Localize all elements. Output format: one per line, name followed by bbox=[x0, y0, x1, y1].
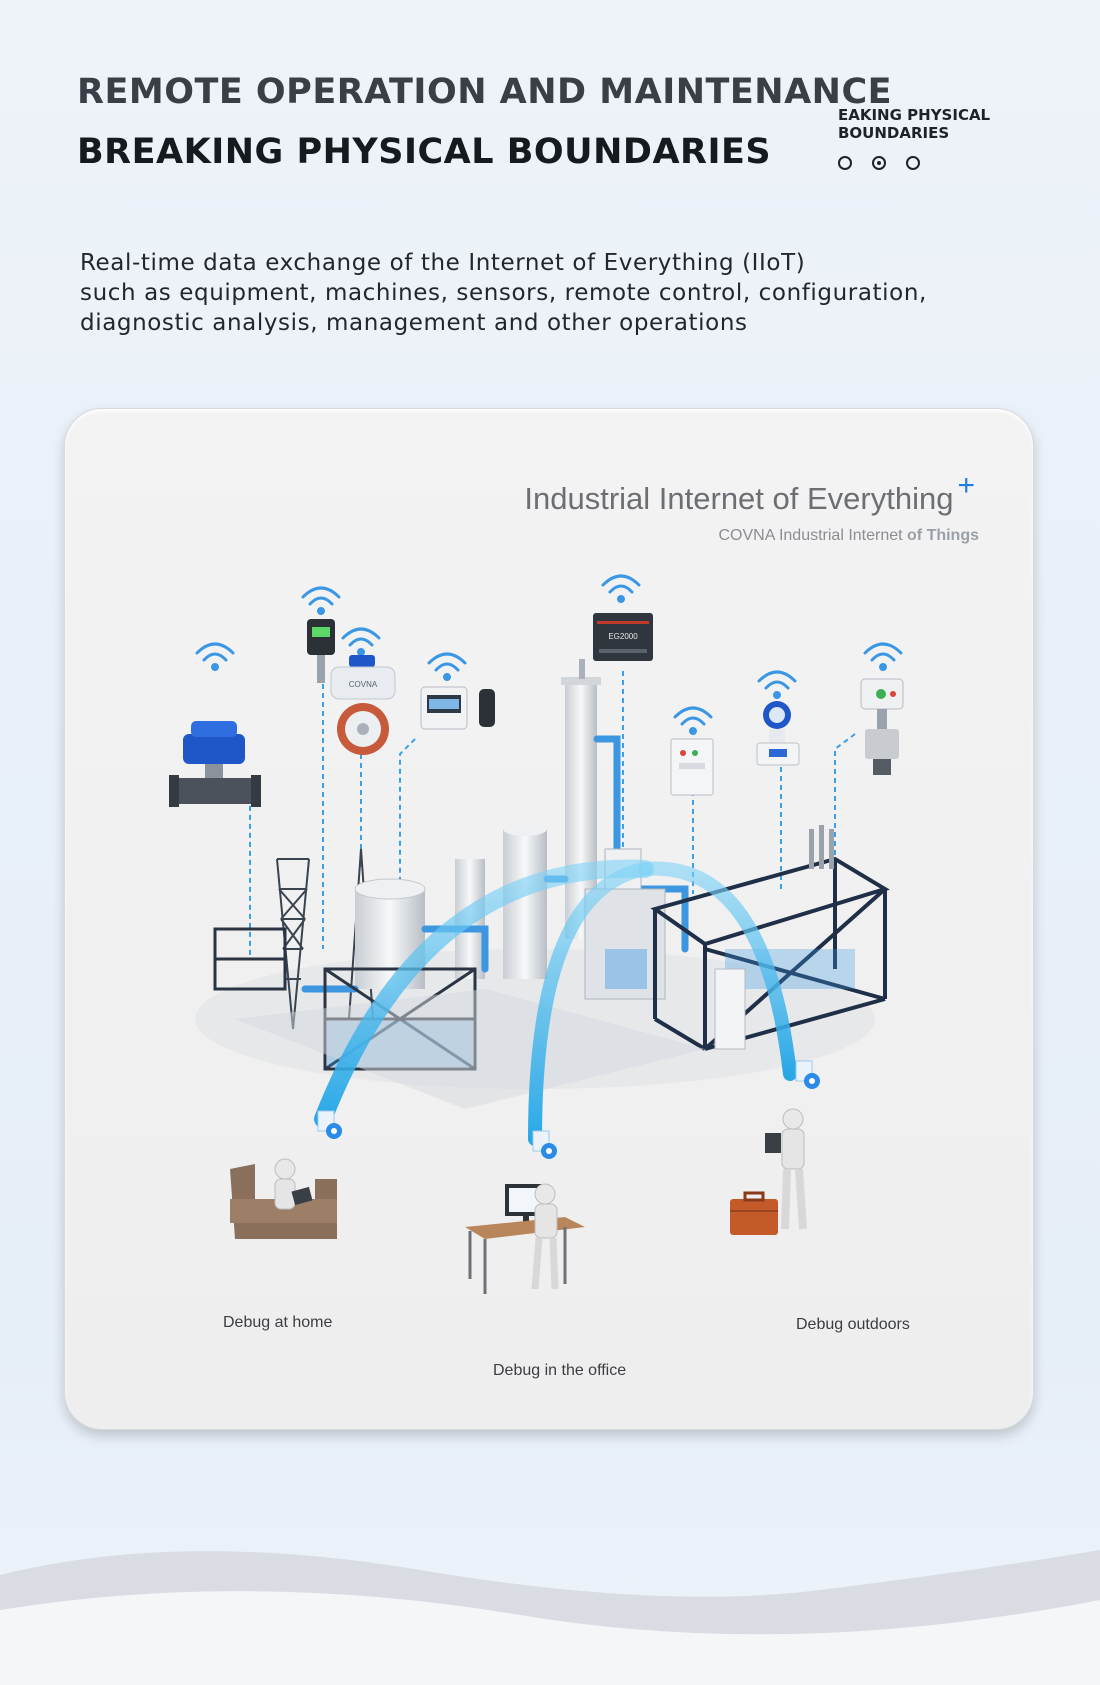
factory-plant bbox=[213, 659, 890, 1109]
electric-gate-valve bbox=[860, 678, 904, 775]
valve-brand-text: COVNA bbox=[349, 680, 378, 689]
slide-label: EAKING PHYSICAL BOUNDARIES bbox=[838, 106, 991, 142]
level-controller bbox=[420, 686, 495, 730]
flow-meter bbox=[756, 701, 800, 766]
bottom-wave-decoration bbox=[0, 1550, 1100, 1685]
label-debug-office: Debug in the office bbox=[493, 1362, 627, 1379]
card-title-text: Industrial Internet of Everything bbox=[524, 481, 954, 516]
description-line-2: such as equipment, machines, sensors, re… bbox=[80, 280, 927, 306]
pager-dot-3[interactable] bbox=[906, 156, 920, 170]
card-subtitle-text: COVNA Industrial Internet bbox=[718, 527, 908, 544]
control-panel-box bbox=[670, 738, 714, 796]
pager-dot-1[interactable] bbox=[838, 156, 852, 170]
iiot-illustration-card: COVNA EG2000 bbox=[64, 408, 1034, 1430]
card-subtitle-bold: of Things bbox=[907, 527, 979, 544]
plus-mark: + bbox=[957, 469, 975, 502]
person-debug-home bbox=[230, 1158, 337, 1239]
card-subtitle: COVNA Industrial Internet of Things bbox=[718, 527, 979, 545]
config-gear-icons bbox=[317, 1060, 820, 1159]
iot-gateway: EG2000 bbox=[593, 613, 653, 661]
person-debug-office bbox=[465, 1183, 585, 1294]
wifi-icons bbox=[195, 574, 903, 735]
pager-dot-2[interactable] bbox=[872, 156, 886, 170]
description: Real-time data exchange of the Internet … bbox=[80, 248, 1020, 338]
description-line-3: diagnostic analysis, management and othe… bbox=[80, 310, 748, 336]
factory-scene: COVNA EG2000 bbox=[169, 574, 904, 1294]
label-debug-home: Debug at home bbox=[223, 1314, 333, 1331]
slide-pager bbox=[838, 156, 920, 170]
person-debug-outdoors bbox=[730, 1108, 807, 1235]
label-debug-outdoors: Debug outdoors bbox=[796, 1316, 910, 1333]
pneumatic-butterfly-valve: COVNA bbox=[330, 655, 396, 755]
description-line-1: Real-time data exchange of the Internet … bbox=[80, 250, 806, 276]
gateway-label: EG2000 bbox=[608, 632, 638, 641]
card-title: Industrial Internet of Everything+ bbox=[524, 469, 975, 517]
electric-ball-valve bbox=[169, 721, 261, 807]
connection-arcs bbox=[314, 859, 797, 1146]
headline-line-1: REMOTE OPERATION AND MAINTENANCE bbox=[77, 72, 893, 112]
pressure-transmitter bbox=[307, 619, 335, 683]
headline-line-2: BREAKING PHYSICAL BOUNDARIES bbox=[77, 132, 772, 172]
